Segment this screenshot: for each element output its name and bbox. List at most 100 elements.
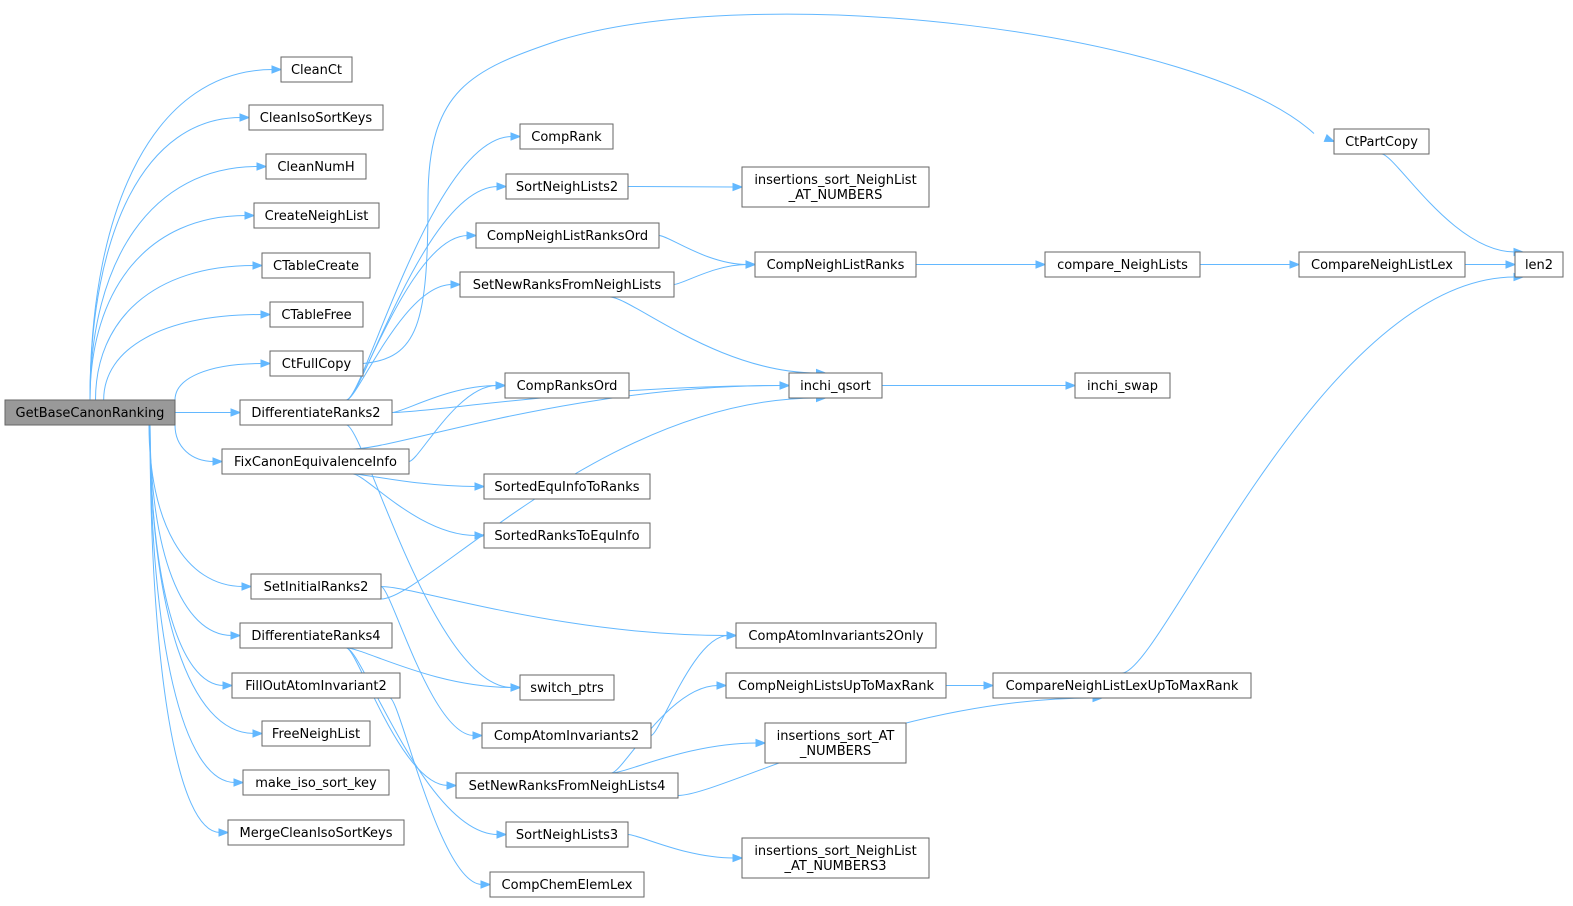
node-label: insertions_sort_NeighList <box>754 844 916 859</box>
node-comp-neigh-list-ranks[interactable]: CompNeighListRanks <box>754 251 917 278</box>
node-label: FreeNeighList <box>272 727 360 742</box>
node-differentiate-ranks4[interactable]: DifferentiateRanks4 <box>239 622 393 649</box>
node-clean-num-h[interactable]: CleanNumH <box>265 153 367 180</box>
arrow-head-icon <box>474 482 486 491</box>
node-box <box>239 399 393 426</box>
node-ct-full-copy[interactable]: CtFullCopy <box>269 350 364 377</box>
node-inchi-qsort[interactable]: inchi_qsort <box>788 372 883 399</box>
edge-comp-neigh-lists-up-to-max-rank-to-compare-neigh-list-lex-up-to-max-rank <box>945 681 995 690</box>
edge-differentiate-ranks2-to-comp-neigh-list-ranks-ord <box>346 231 478 401</box>
edge-line <box>391 385 782 413</box>
node-label: CompChemElemLex <box>502 878 633 893</box>
node-clean-ct[interactable]: CleanCt <box>280 56 353 83</box>
arrow-head-icon <box>496 182 508 191</box>
node-comp-chem-elem-lex[interactable]: CompChemElemLex <box>489 871 645 898</box>
node-set-new-ranks-from-neigh-lists4[interactable]: SetNewRanksFromNeighLists4 <box>455 772 679 799</box>
node-box <box>1074 372 1171 399</box>
arrow-head-icon <box>732 182 744 192</box>
node-comp-neigh-list-ranks-ord[interactable]: CompNeighListRanksOrd <box>475 222 660 249</box>
edge-get-base-canon-ranking-to-fix-canon-equivalence-info <box>174 424 224 466</box>
node-label: CleanIsoSortKeys <box>260 111 373 126</box>
edge-line <box>380 586 729 636</box>
node-comp-rank[interactable]: CompRank <box>519 123 614 150</box>
node-label: make_iso_sort_key <box>255 776 377 791</box>
node-insertions-sort-neigh-list-at-numbers[interactable]: insertions_sort_NeighList_AT_NUMBERS <box>741 166 930 208</box>
node-label: CompareNeighListLex <box>1311 258 1453 273</box>
edge-set-initial-ranks2-to-comp-atom-invariants2 <box>380 586 484 740</box>
node-fill-out-atom-invariant2[interactable]: FillOutAtomInvariant2 <box>231 672 401 699</box>
node-label: CreateNeighList <box>265 209 369 224</box>
node-ctable-create[interactable]: CTableCreate <box>261 252 371 279</box>
arrow-head-icon <box>466 231 478 240</box>
arrow-head-icon <box>233 778 245 787</box>
node-create-neigh-list[interactable]: CreateNeighList <box>253 202 380 229</box>
node-label: CompNeighListsUpToMaxRank <box>738 679 935 694</box>
node-fix-canon-equivalence-info[interactable]: FixCanonEquivalenceInfo <box>221 448 410 475</box>
edge-get-base-canon-ranking-to-ctable-create <box>95 261 264 401</box>
node-box <box>475 222 660 249</box>
node-differentiate-ranks2[interactable]: DifferentiateRanks2 <box>239 399 393 426</box>
node-sort-neigh-lists2[interactable]: SortNeighLists2 <box>505 173 629 200</box>
node-label: CompNeighListRanksOrd <box>487 229 648 244</box>
arrow-head-icon <box>241 582 253 591</box>
node-label: FillOutAtomInvariant2 <box>245 679 387 694</box>
node-len2[interactable]: len2 <box>1514 251 1564 278</box>
node-merge-clean-iso-sort-keys[interactable]: MergeCleanIsoSortKeys <box>227 819 405 846</box>
node-comp-atom-invariants2[interactable]: CompAtomInvariants2 <box>481 722 652 749</box>
node-make-iso-sort-key[interactable]: make_iso_sort_key <box>242 769 390 796</box>
edge-fill-out-atom-invariant2-to-comp-chem-elem-lex <box>389 697 492 889</box>
edge-line <box>149 424 221 833</box>
node-comp-ranks-ord[interactable]: CompRanksOrd <box>504 372 630 399</box>
node-inchi-swap[interactable]: inchi_swap <box>1074 372 1171 399</box>
node-label: _AT_NUMBERS <box>788 188 883 203</box>
node-box <box>735 622 937 649</box>
node-insertions-sort-at-numbers[interactable]: insertions_sort_AT_NUMBERS <box>764 722 907 764</box>
node-get-base-canon-ranking[interactable]: GetBaseCanonRanking <box>4 399 176 426</box>
node-box <box>505 821 629 848</box>
edge-ct-part-copy-to-len2 <box>1381 153 1525 257</box>
node-box <box>788 372 883 399</box>
node-box <box>459 271 675 298</box>
node-box <box>4 399 176 426</box>
node-box <box>481 722 652 749</box>
node-sort-neigh-lists3[interactable]: SortNeighLists3 <box>505 821 629 848</box>
node-box <box>1298 251 1466 278</box>
node-compare-neigh-list-lex[interactable]: CompareNeighListLex <box>1298 251 1466 278</box>
node-label: CompareNeighListLexUpToMaxRank <box>1006 679 1239 694</box>
node-label: DifferentiateRanks2 <box>251 406 380 421</box>
edge-get-base-canon-ranking-to-differentiate-ranks2 <box>175 408 242 417</box>
node-label: GetBaseCanonRanking <box>16 406 165 421</box>
node-box <box>519 674 615 701</box>
edge-fix-canon-equivalence-info-to-inchi-qsort <box>352 381 791 450</box>
node-compare-neigh-lists[interactable]: compare_NeighLists <box>1044 251 1201 278</box>
edge-line <box>352 473 477 536</box>
node-box <box>741 166 930 208</box>
arrow-head-icon <box>252 729 264 738</box>
node-compare-neigh-list-lex-up-to-max-rank[interactable]: CompareNeighListLexUpToMaxRank <box>992 672 1252 699</box>
node-comp-atom-invariants2-only[interactable]: CompAtomInvariants2Only <box>735 622 937 649</box>
node-ctable-free[interactable]: CTableFree <box>269 301 364 328</box>
edge-line <box>658 235 748 265</box>
node-comp-neigh-lists-up-to-max-rank[interactable]: CompNeighListsUpToMaxRank <box>725 672 947 699</box>
edge-get-base-canon-ranking-to-create-neigh-list <box>89 211 256 401</box>
node-box <box>1514 251 1564 278</box>
arrow-head-icon <box>252 261 264 270</box>
node-box <box>455 772 679 799</box>
arrow-head-icon <box>745 260 757 269</box>
node-label: CTableFree <box>281 308 351 323</box>
node-clean-iso-sort-keys[interactable]: CleanIsoSortKeys <box>248 104 384 131</box>
edge-line <box>627 834 735 859</box>
node-sorted-ranks-to-equ-info[interactable]: SortedRanksToEquInfo <box>483 522 651 549</box>
node-switch-ptrs[interactable]: switch_ptrs <box>519 674 615 701</box>
node-set-new-ranks-from-neigh-lists[interactable]: SetNewRanksFromNeighLists <box>459 271 675 298</box>
node-ct-part-copy[interactable]: CtPartCopy <box>1333 128 1430 155</box>
edge-line <box>1121 276 1516 674</box>
node-box <box>483 473 651 500</box>
node-insertions-sort-neigh-list-at-numbers3[interactable]: insertions_sort_NeighList_AT_NUMBERS3 <box>741 837 930 879</box>
node-free-neigh-list[interactable]: FreeNeighList <box>261 720 371 747</box>
node-set-initial-ranks2[interactable]: SetInitialRanks2 <box>250 573 382 600</box>
edge-get-base-canon-ranking-to-clean-iso-sort-keys <box>89 113 251 401</box>
node-sorted-equ-info-to-ranks[interactable]: SortedEquInfoToRanks <box>483 473 651 500</box>
node-label: insertions_sort_NeighList <box>754 173 916 188</box>
node-label: SetNewRanksFromNeighLists4 <box>469 779 666 794</box>
